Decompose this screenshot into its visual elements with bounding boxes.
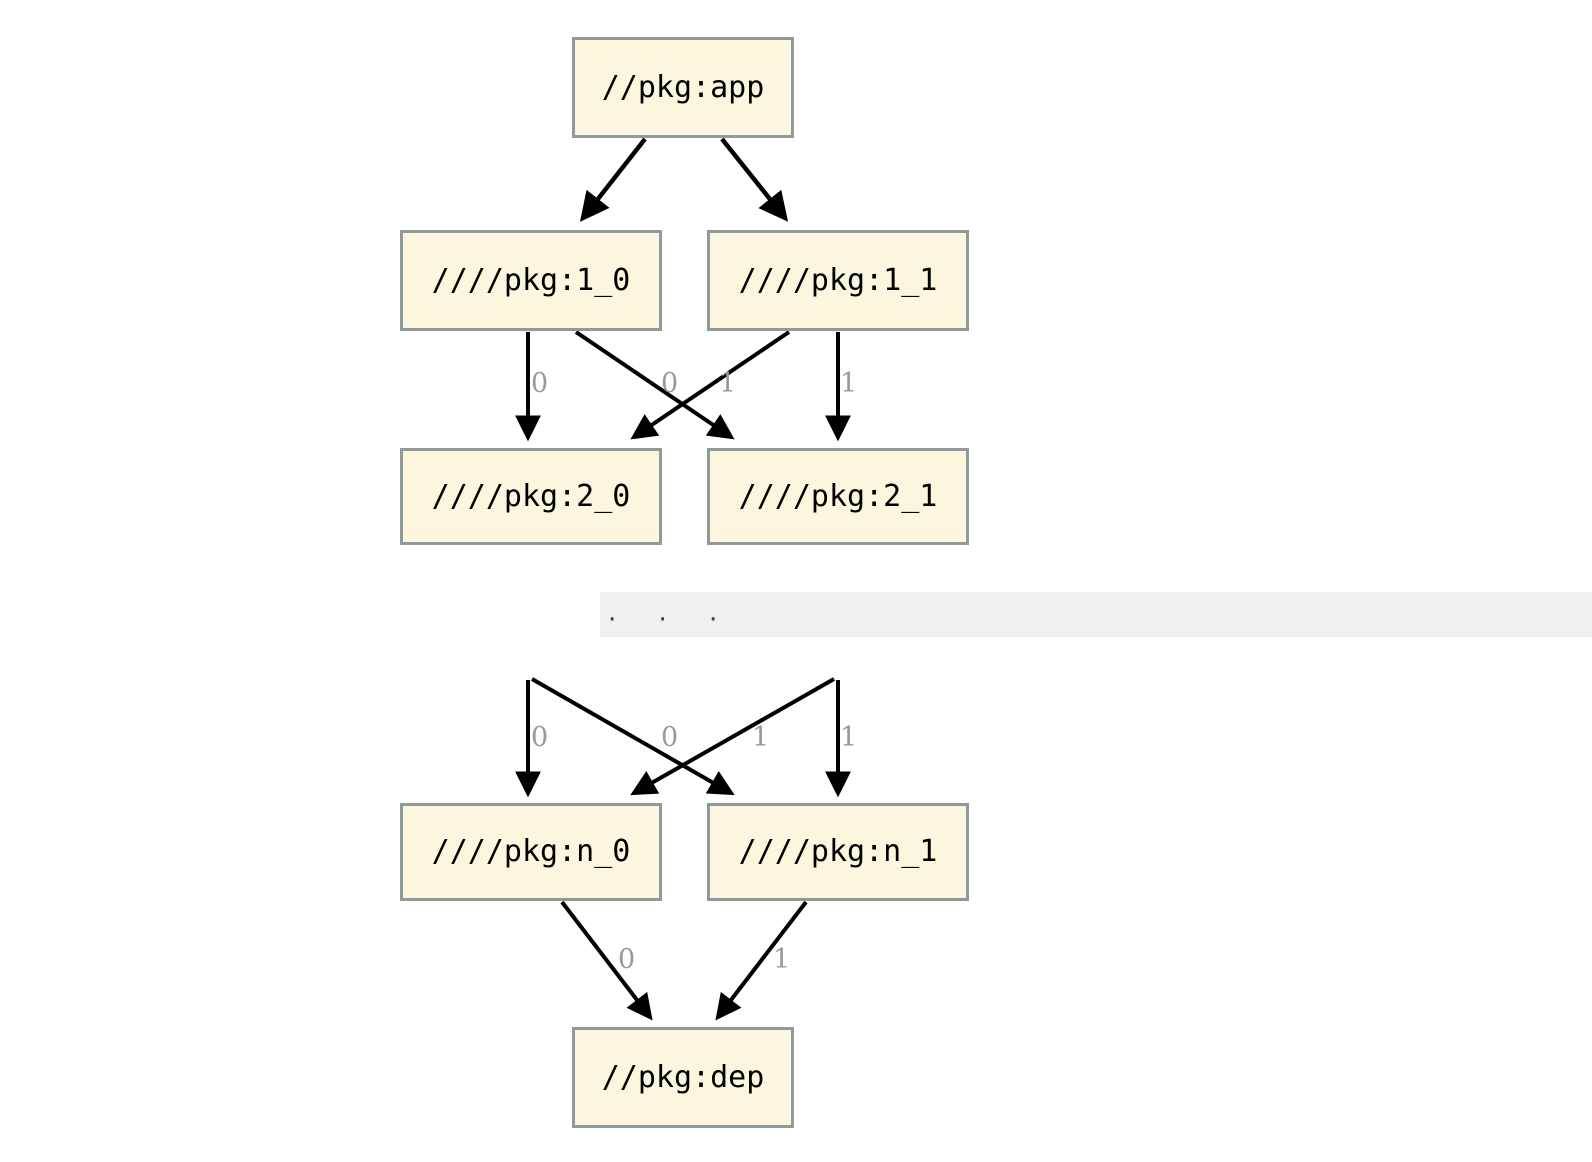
node-label: ////pkg:2_1 [738,478,938,514]
edge-label: 1 [719,368,737,399]
node-label: ////pkg:n_1 [738,834,938,869]
edge-n_0-to-dep [560,900,653,1021]
node-pkg-1_0[interactable]: ////pkg:1_0 [400,230,662,331]
edge-label: 0 [618,944,636,975]
edge-label: 0 [661,722,679,753]
truncation-band [600,592,1592,637]
ellipsis-indicator: · · · [608,605,735,635]
node-label: ////pkg:1_1 [738,262,938,298]
node-pkg-dep[interactable]: //pkg:dep [572,1027,794,1128]
edge-n_1-to-dep [715,900,808,1021]
node-pkg-n_1[interactable]: ////pkg:n_1 [707,803,969,901]
edge-app-to-1_0 [579,137,647,222]
node-label: ////pkg:1_0 [431,262,631,298]
edge-prev_0-to-n_1 [531,677,735,796]
edge-prev_1-to-n_0 [630,677,835,796]
edge-label: 0 [531,368,549,399]
edge-label: 1 [773,944,791,975]
node-pkg-2_1[interactable]: ////pkg:2_1 [707,448,969,545]
edge-label: 1 [840,722,858,753]
node-pkg-n_0[interactable]: ////pkg:n_0 [400,803,662,901]
node-label: ////pkg:n_0 [431,834,631,869]
edge-label: 0 [661,368,679,399]
edge-1_0-to-2_1 [574,330,735,440]
edge-label: 0 [531,722,549,753]
node-label: ////pkg:2_0 [431,478,631,514]
node-pkg-app[interactable]: //pkg:app [572,37,794,138]
edge-app-to-1_1 [720,137,789,222]
node-label: //pkg:app [601,69,765,105]
edge-1_1-to-2_0 [630,330,791,440]
node-pkg-2_0[interactable]: ////pkg:2_0 [400,448,662,545]
edge-label: 1 [840,368,858,399]
node-pkg-1_1[interactable]: ////pkg:1_1 [707,230,969,331]
edge-label: 1 [752,722,770,753]
node-label: //pkg:dep [601,1059,765,1095]
